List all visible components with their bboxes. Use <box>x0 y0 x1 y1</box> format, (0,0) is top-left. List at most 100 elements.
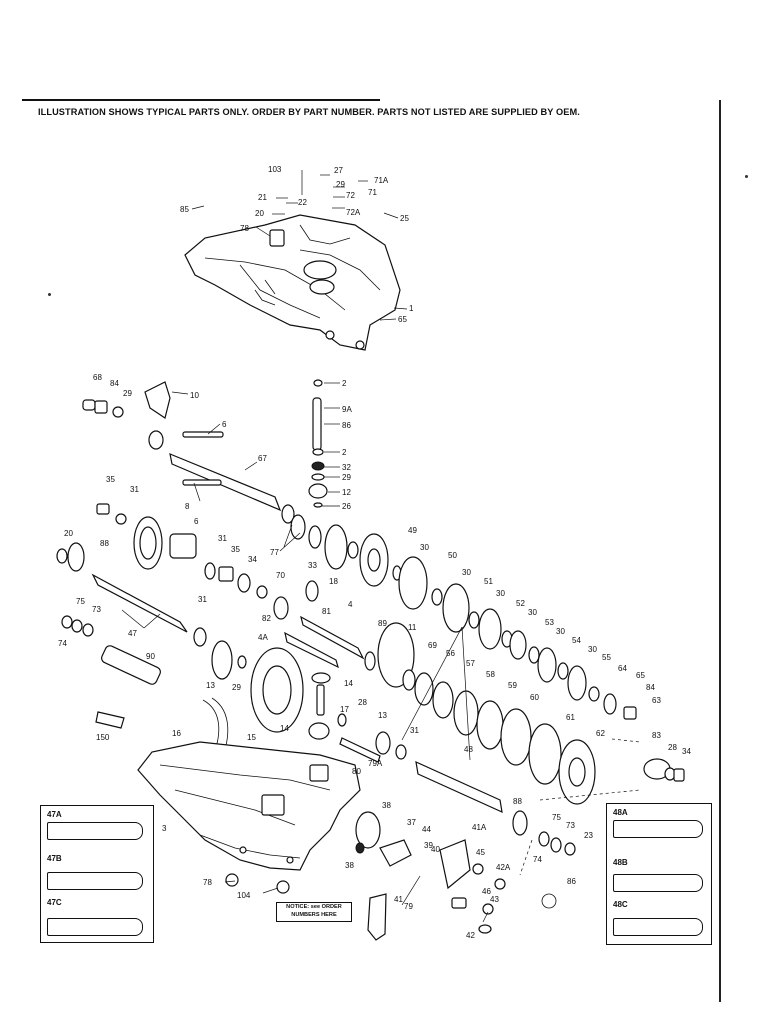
scan-speck <box>745 175 748 178</box>
callout: 35 <box>231 545 240 554</box>
callout: 25 <box>400 214 409 223</box>
callout: 78 <box>203 878 212 887</box>
callout: 23 <box>584 831 593 840</box>
inset-label-47a: 47A <box>47 810 62 819</box>
callout: 77 <box>270 548 279 557</box>
callout: 4A <box>258 633 268 642</box>
callout: 31 <box>198 595 207 604</box>
callout-labels: 103 27 29 71A 72 71 21 22 20 72A 25 85 7… <box>58 165 691 940</box>
callout: 39 <box>424 841 433 850</box>
callout: 42 <box>466 931 475 940</box>
callout: 17 <box>340 705 349 714</box>
shaft-47a <box>47 822 143 840</box>
callout: 70 <box>276 571 285 580</box>
callout: 55 <box>602 653 611 662</box>
callout: 88 <box>100 539 109 548</box>
upper-housing <box>184 214 401 351</box>
reference-dashes <box>519 738 641 876</box>
callout: 84 <box>110 379 119 388</box>
callout: 64 <box>618 664 627 673</box>
callout: 20 <box>255 209 264 218</box>
callout: 30 <box>496 589 505 598</box>
lower-housing <box>137 741 361 894</box>
order-numbers-notice: NOTICE: see ORDER NUMBERS HERE <box>276 902 352 922</box>
callout: 16 <box>172 729 181 738</box>
shaft-47c <box>47 918 143 936</box>
callout: 51 <box>484 577 493 586</box>
callout: 79 <box>404 902 413 911</box>
callout: 103 <box>268 165 282 174</box>
callout: 65 <box>398 315 407 324</box>
callout: 59 <box>508 681 517 690</box>
callout: 54 <box>572 636 581 645</box>
callout: 58 <box>486 670 495 679</box>
callout: 13 <box>206 681 215 690</box>
header-notice: ILLUSTRATION SHOWS TYPICAL PARTS ONLY. O… <box>38 107 580 117</box>
callout: 41 <box>394 895 403 904</box>
callout: 20 <box>64 529 73 538</box>
callout: 72A <box>346 208 361 217</box>
notice-line-2: NUMBERS HERE <box>291 912 337 918</box>
callout: 43 <box>490 895 499 904</box>
callout: 1 <box>409 304 414 313</box>
callout: 9A <box>342 405 352 414</box>
callout: 57 <box>466 659 475 668</box>
callout: 81 <box>322 607 331 616</box>
callout: 65 <box>636 671 645 680</box>
callout: 69 <box>428 641 437 650</box>
inset-label-47c: 47C <box>47 898 62 907</box>
callout: 26 <box>342 502 351 511</box>
callout: 28 <box>668 743 677 752</box>
leader-lines <box>121 170 489 923</box>
callout: 32 <box>342 463 351 472</box>
callout: 34 <box>682 747 691 756</box>
callout: 45 <box>476 848 485 857</box>
callout: 28 <box>358 698 367 707</box>
callout: 79A <box>368 759 383 768</box>
callout: 34 <box>248 555 257 564</box>
brake-assembly <box>82 381 282 525</box>
callout: 31 <box>410 726 419 735</box>
callout: 150 <box>96 733 110 742</box>
inset-box-47: 47A 47B 47C <box>40 805 154 943</box>
callout: 82 <box>262 614 271 623</box>
callout: 73 <box>566 821 575 830</box>
callout: 67 <box>258 454 267 463</box>
callout: 85 <box>180 205 189 214</box>
callout: 11 <box>408 623 417 632</box>
callout: 75 <box>552 813 561 822</box>
callout: 90 <box>146 652 155 661</box>
callout: 33 <box>308 561 317 570</box>
vertical-shaft-stack <box>308 379 328 508</box>
callout: 3 <box>162 824 167 833</box>
callout: 86 <box>342 421 351 430</box>
shaft-48a <box>613 820 703 838</box>
callout: 8 <box>185 502 190 511</box>
callout: 29 <box>123 389 132 398</box>
callout: 48 <box>464 745 473 754</box>
shaft-48b <box>613 874 703 892</box>
inset-box-48: 48A 48B 48C <box>606 803 712 945</box>
callout: 89 <box>378 619 387 628</box>
shaft-47b <box>47 872 143 890</box>
callout: 50 <box>448 551 457 560</box>
callout: 52 <box>516 599 525 608</box>
callout: 47 <box>128 629 137 638</box>
shift-lever-assembly <box>355 811 576 941</box>
callout: 29 <box>336 180 345 189</box>
callout: 15 <box>247 733 256 742</box>
callout: 38 <box>345 861 354 870</box>
callout: 72 <box>346 191 355 200</box>
callout: 10 <box>190 391 199 400</box>
callout: 60 <box>530 693 539 702</box>
callout: 83 <box>652 731 661 740</box>
callout: 4 <box>348 600 353 609</box>
callout: 104 <box>237 891 251 900</box>
callout: 31 <box>130 485 139 494</box>
callout: 13 <box>378 711 387 720</box>
callout: 73 <box>92 605 101 614</box>
scan-speck <box>48 293 51 296</box>
callout: 2 <box>342 379 347 388</box>
inset-label-48a: 48A <box>613 808 628 817</box>
